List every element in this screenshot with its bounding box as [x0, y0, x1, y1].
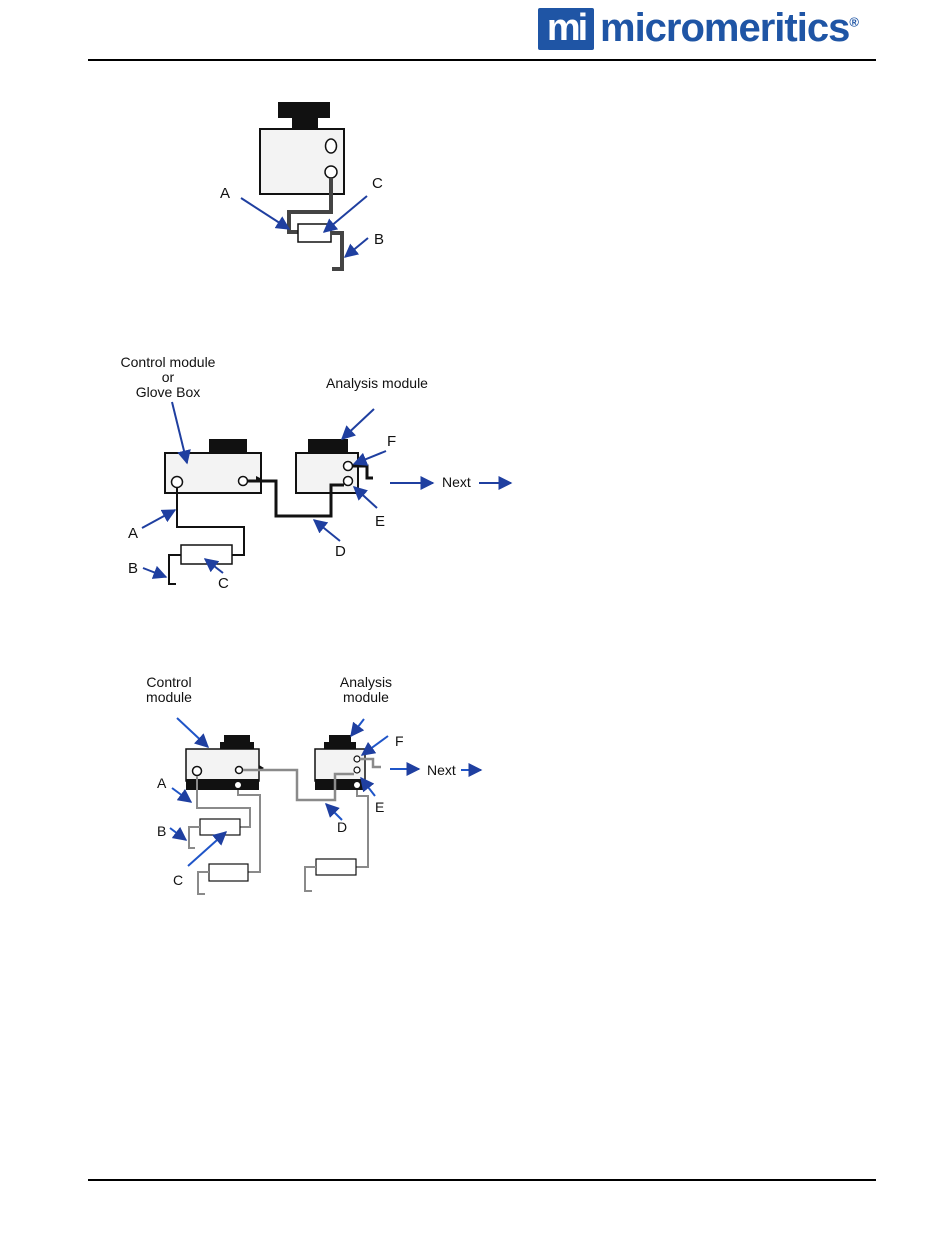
control-port-right [236, 767, 243, 774]
analysis-module-cap [324, 742, 356, 749]
module-cap-neck [292, 116, 318, 130]
label-f: F [395, 733, 404, 749]
diagram-3-dual-ports: Control module Analysis module [146, 674, 481, 894]
control-module-cap-top [224, 735, 250, 742]
tube-analysis-base [356, 790, 368, 867]
footer-rule [88, 1179, 876, 1181]
control-module-title-line1: Control module [121, 354, 216, 370]
arrow-a [172, 788, 191, 802]
control-module-title-line3: Glove Box [136, 384, 201, 400]
control-module-title-line2: or [162, 369, 175, 385]
label-c: C [173, 872, 183, 888]
arrow-analysis [342, 409, 374, 439]
filter-analysis-base [316, 859, 356, 875]
analysis-module-title-line1: Analysis [340, 674, 392, 690]
label-b: B [128, 560, 138, 577]
filter-control-base [209, 864, 248, 881]
analysis-module-title: Analysis module [326, 375, 428, 391]
tube-control-base-outlet [198, 872, 209, 894]
control-module-title-line2: module [146, 689, 192, 705]
analysis-module-cap-top [329, 735, 351, 742]
analysis-port-e [344, 477, 353, 486]
control-module-cap [209, 439, 247, 453]
control-module-title-line1: Control [146, 674, 191, 690]
label-d: D [337, 819, 347, 835]
tube-b [331, 233, 342, 269]
label-f: F [387, 433, 396, 450]
tube-b [189, 827, 200, 848]
port-lower [325, 166, 337, 178]
label-b: B [374, 231, 384, 248]
analysis-module-body [315, 749, 365, 781]
control-port-left [172, 477, 183, 488]
port-upper [326, 139, 337, 153]
control-port-right [239, 477, 248, 486]
arrow-control [177, 718, 208, 747]
diagram-2-two-modules: Control module or Glove Box Analysis mod… [121, 354, 511, 592]
arrow-b [143, 568, 166, 577]
arrow-a [241, 198, 289, 229]
filter-c [298, 224, 331, 242]
control-port-left [193, 767, 202, 776]
arrow-e [354, 487, 377, 508]
arrow-d [326, 804, 342, 820]
filter-c [200, 819, 240, 835]
tube-b [169, 555, 181, 584]
label-a: A [157, 775, 167, 791]
control-port-base [235, 782, 241, 788]
tube-analysis-base-outlet [305, 867, 316, 891]
arrow-f [362, 736, 388, 755]
label-e: E [375, 799, 384, 815]
diagram-1-single-module: A C B [220, 102, 384, 269]
analysis-module-title-line2: module [343, 689, 389, 705]
analysis-port-f [344, 462, 353, 471]
arrow-b [170, 828, 186, 840]
analysis-port-e [354, 767, 360, 773]
tube-control-base [238, 790, 260, 872]
arrow-d [314, 520, 340, 541]
arrow-analysis [351, 719, 364, 736]
label-c: C [218, 575, 229, 592]
arrow-b [345, 238, 368, 257]
analysis-module-body [296, 453, 358, 493]
analysis-module-cap [308, 439, 348, 453]
label-a: A [220, 185, 230, 202]
control-module-cap [220, 742, 254, 749]
label-c: C [372, 175, 383, 192]
label-d: D [335, 543, 346, 560]
next-label: Next [442, 474, 471, 490]
analysis-port-f [354, 756, 360, 762]
analysis-port-base [354, 782, 360, 788]
next-label: Next [427, 762, 456, 778]
label-b: B [157, 823, 166, 839]
module-cap [278, 102, 330, 118]
label-e: E [375, 513, 385, 530]
arrow-a [142, 510, 175, 528]
label-a: A [128, 525, 138, 542]
